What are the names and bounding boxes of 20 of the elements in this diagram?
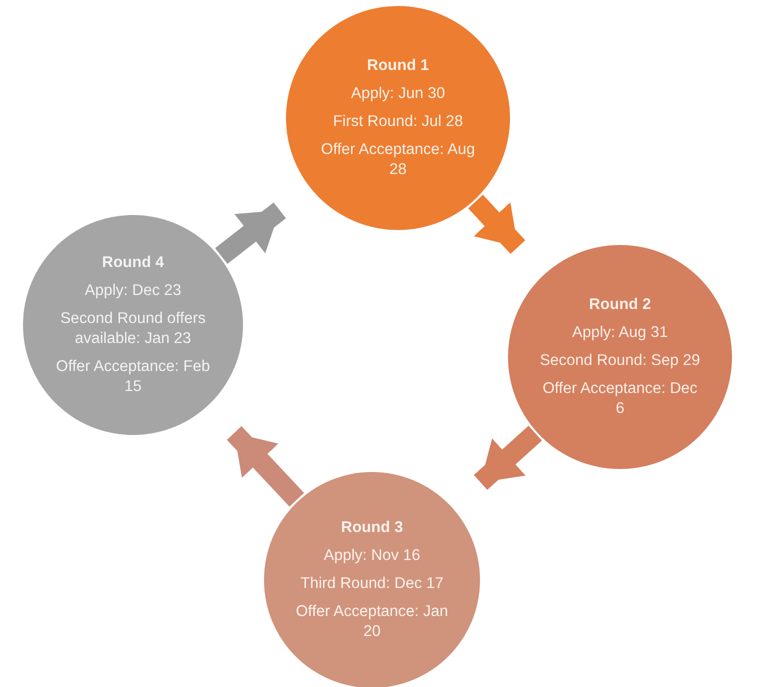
round-title: Round 4 — [102, 252, 164, 273]
date-text: Second Round: Sep 29 — [540, 350, 700, 371]
date-text: First Round: Jul 28 — [332, 112, 464, 132]
date-text: Offer Acceptance: Dec 6 — [542, 379, 698, 420]
arrow — [468, 194, 526, 254]
arrow — [215, 202, 286, 264]
round-title: Round 3 — [341, 518, 403, 538]
date-text: Offer Acceptance: Feb 15 — [55, 357, 211, 398]
date-text: Offer Acceptance: Jan 20 — [294, 602, 450, 642]
date-text: Apply: Dec 23 — [84, 280, 182, 301]
date-text: Second Round offers available: Jan 23 — [59, 308, 207, 349]
date-text: Apply: Jun 30 — [351, 84, 445, 104]
arrow — [474, 426, 542, 490]
round-title: Round 2 — [589, 294, 651, 315]
arrow — [226, 426, 304, 507]
date-text: Apply: Aug 31 — [572, 322, 668, 343]
date-text: Third Round: Dec 17 — [300, 574, 444, 594]
date-text: Offer Acceptance: Aug 28 — [320, 140, 476, 180]
date-text: Apply: Nov 16 — [324, 546, 420, 566]
round-title: Round 1 — [367, 56, 429, 76]
